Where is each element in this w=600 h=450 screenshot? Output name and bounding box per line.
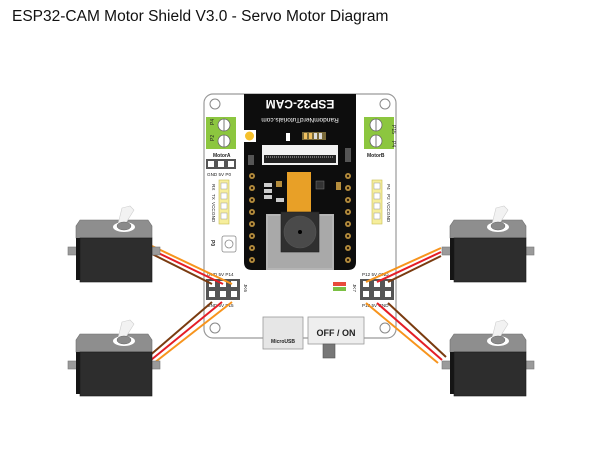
io-label-p2: P2	[386, 194, 391, 200]
power-switch[interactable]: OFF / ON	[307, 316, 365, 359]
motor-b-terminal: P15 P4 MotorB	[364, 117, 396, 159]
jk7-name: JK7	[352, 284, 357, 292]
uart-label-vcc: VCC	[211, 202, 216, 212]
p0-button[interactable]: P0	[209, 235, 237, 253]
mounting-hole	[379, 98, 391, 110]
status-leds	[333, 282, 346, 291]
servo-cable-top-right	[365, 247, 442, 283]
jk7-header: P12 5V GND P13 5V GND JK7	[352, 272, 394, 308]
camera-ribbon	[287, 172, 311, 214]
motor-b-pin-label: P15	[390, 125, 396, 134]
io-label-vcc: VCC	[386, 202, 391, 212]
p0-button-label: P0	[209, 240, 215, 246]
micro-usb-label: MicroUSB	[271, 339, 295, 345]
io-header: P4 P2 VCC GND	[371, 179, 391, 225]
gpio-pins-left	[249, 173, 255, 263]
servo-cable-top-left	[151, 245, 233, 285]
mounting-hole	[209, 98, 221, 110]
p0-header-label: GND 5V P0	[207, 172, 231, 177]
servo-bottom-right	[441, 319, 535, 397]
motor-b-pin-label: P4	[390, 141, 396, 147]
website-label: RandomNerdTutorials.com	[261, 116, 338, 123]
motor-a-pin-label: P2	[210, 135, 216, 141]
servo-top-left	[67, 205, 161, 283]
jk7-top-label: P12 5V GND	[362, 272, 389, 277]
switch-toggle[interactable]	[322, 343, 336, 359]
jk6-top-label: GND 5V P14	[207, 272, 234, 277]
power-switch-label: OFF / ON	[317, 328, 356, 338]
jk7-bottom-label: P13 5V GND	[362, 303, 389, 308]
servo-top-right	[441, 205, 535, 283]
mounting-hole	[379, 322, 391, 334]
io-label-p4: P4	[386, 184, 391, 190]
jk6-bottom-label: GND 5V P15	[207, 303, 234, 308]
diagram-title: ESP32-CAM Motor Shield V3.0 - Servo Moto…	[12, 8, 389, 25]
uart-label-tx: TX	[211, 194, 216, 200]
motor-a-terminal: P4 P2 MotorA	[206, 117, 236, 159]
uart-header: RX TX VCC GND	[211, 179, 230, 225]
motor-a-pin-label: P4	[210, 119, 216, 125]
mounting-hole	[209, 322, 221, 334]
servo-cable-bottom-right	[365, 302, 447, 364]
module-label: ESP32-CAM	[266, 97, 335, 111]
jk6-name: JK6	[243, 284, 248, 292]
motor-b-label: MotorB	[367, 153, 385, 159]
esp32-cam-module: ESP32-CAM RandomNerdTutorials.com	[243, 94, 356, 270]
gpio-pins-right	[345, 173, 351, 263]
io-label-gnd: GND	[386, 212, 391, 223]
servo-bottom-left	[67, 319, 161, 397]
motor-a-label: MotorA	[213, 153, 231, 159]
uart-label-gnd: GND	[211, 212, 216, 223]
servo-cable-bottom-left	[147, 301, 233, 364]
micro-usb-port: MicroUSB	[262, 316, 304, 350]
p0-header: GND 5V P0	[206, 159, 236, 177]
uart-label-rx: RX	[211, 184, 216, 190]
